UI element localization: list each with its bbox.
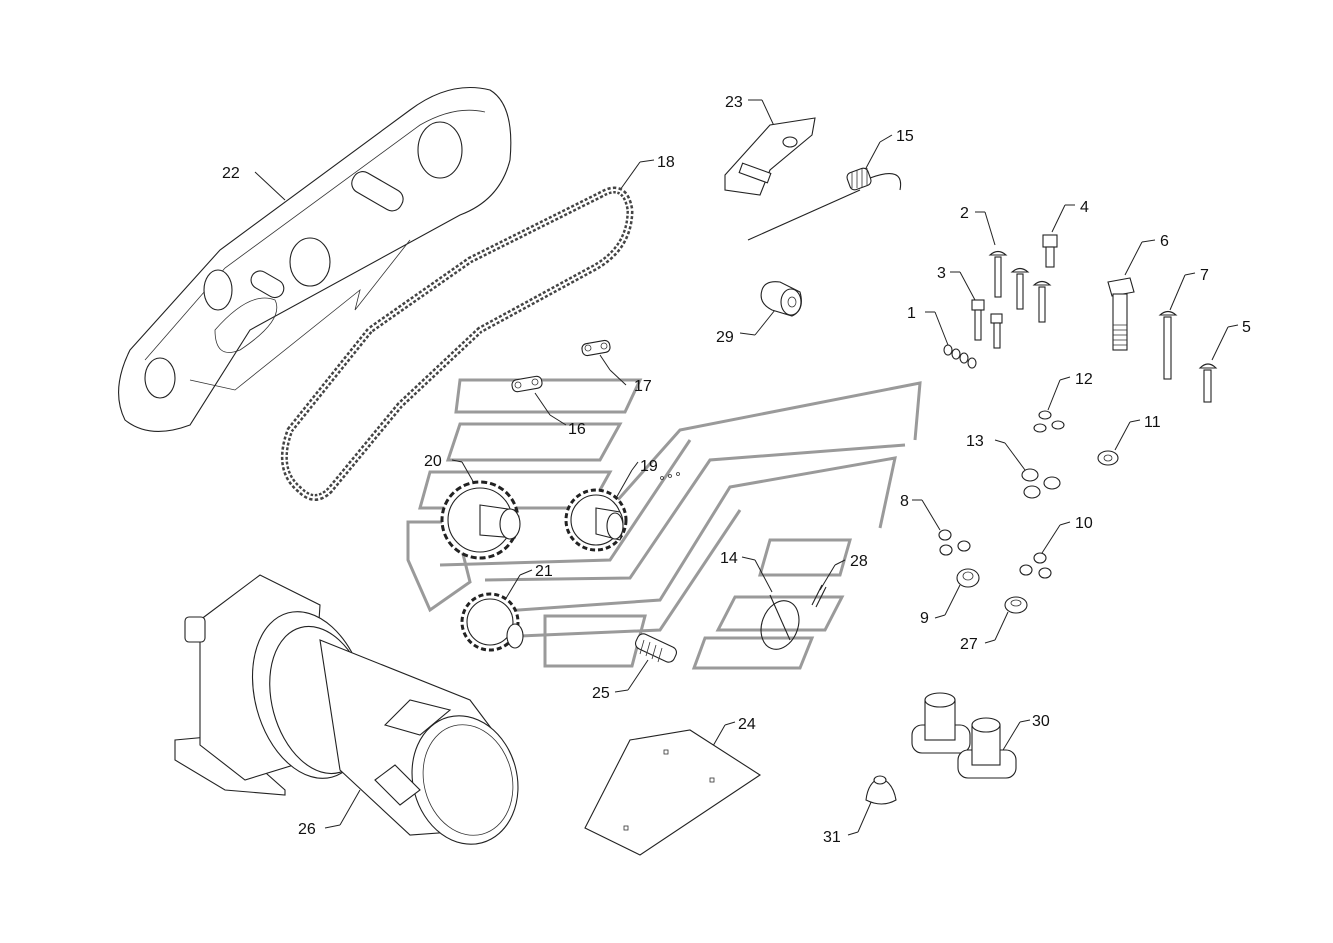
label-5: 5: [1242, 319, 1251, 336]
spring-rod-part: [747, 167, 902, 241]
nut-part-9: [956, 568, 980, 588]
mounting-plate-part: [584, 729, 762, 856]
label-8: 8: [900, 493, 909, 510]
nuts-part-1: [943, 344, 977, 369]
label-30: 30: [1032, 713, 1050, 730]
label-15: 15: [896, 128, 914, 145]
split-pin-part: [811, 584, 827, 608]
bushing-part: [760, 281, 802, 317]
bracket-part: [724, 117, 816, 196]
gear-motor-part: [174, 574, 519, 845]
part-number-labels: 1 2 3 4 5 6 7 8 9 10 11 12 13 14 15 16 1…: [222, 94, 1251, 846]
label-3: 3: [937, 265, 946, 282]
sprocket-part-20: [440, 480, 521, 560]
sprocket-part-21: [460, 592, 524, 652]
lynch-pin-part: [760, 594, 800, 650]
large-hex-bolt-part-6: [1107, 277, 1135, 351]
roller-chain-part: [280, 186, 634, 501]
label-22: 22: [222, 165, 240, 182]
label-29: 29: [716, 329, 734, 346]
label-27: 27: [960, 636, 978, 653]
leader-lines: [254, 99, 1239, 836]
label-12: 12: [1075, 371, 1093, 388]
background-outline-shapes: [406, 378, 922, 670]
washers-part-12: [1033, 410, 1065, 433]
label-25: 25: [592, 685, 610, 702]
chain-link-part-16: [511, 375, 543, 393]
sprocket-part-19: [564, 472, 680, 552]
label-16: 16: [568, 421, 586, 438]
carriage-bolts-part: [988, 250, 1052, 323]
nuts-part-10: [1019, 552, 1052, 579]
label-23: 23: [725, 94, 743, 111]
bearing-housings-part: [911, 692, 1017, 779]
label-9: 9: [920, 610, 929, 627]
label-11: 11: [1144, 414, 1161, 431]
label-19: 19: [640, 458, 658, 475]
label-20: 20: [424, 453, 442, 470]
hex-bolts-part-3: [971, 299, 1003, 349]
label-18: 18: [657, 154, 675, 171]
chain-guard-cover-part: [118, 87, 512, 432]
label-28: 28: [850, 553, 868, 570]
nut-part-27: [1004, 596, 1028, 614]
long-bolt-part-7: [1158, 310, 1178, 380]
label-10: 10: [1075, 515, 1093, 532]
label-31: 31: [823, 829, 841, 846]
chain-link-part-17: [581, 339, 611, 357]
label-26: 26: [298, 821, 316, 838]
hex-bolt-part-4: [1042, 234, 1058, 268]
nuts-part-8: [938, 529, 971, 556]
carriage-bolt-part-5: [1198, 363, 1218, 403]
label-17: 17: [634, 378, 652, 395]
cap-part: [865, 775, 897, 805]
coupling-part: [635, 633, 677, 663]
label-24: 24: [738, 716, 756, 733]
label-14: 14: [720, 550, 738, 567]
label-7: 7: [1200, 267, 1209, 284]
label-13: 13: [966, 433, 984, 450]
label-4: 4: [1080, 199, 1089, 216]
washers-part-13: [1021, 468, 1061, 499]
label-1: 1: [907, 305, 916, 322]
label-6: 6: [1160, 233, 1169, 250]
washer-part-11: [1097, 450, 1119, 466]
label-21: 21: [535, 563, 553, 580]
label-2: 2: [960, 205, 969, 222]
